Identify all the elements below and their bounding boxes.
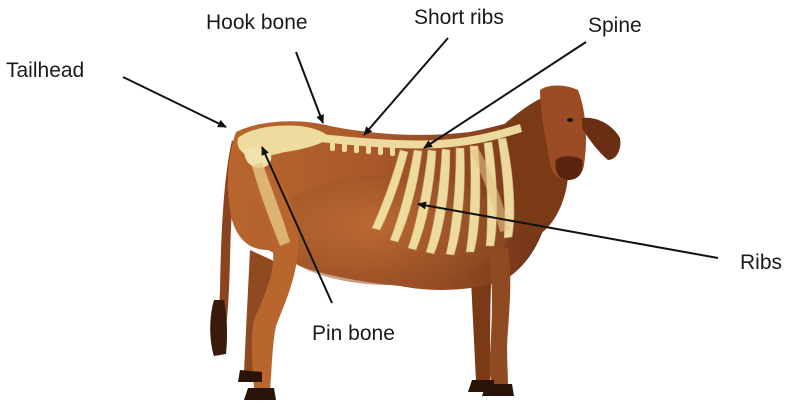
cow-front-hoof-far: [468, 380, 494, 392]
short-rib: [366, 144, 371, 154]
cow-front-leg-near: [488, 248, 510, 386]
hook-bone-label: Hook bone: [206, 11, 308, 34]
short-rib: [390, 146, 395, 156]
ribs-label: Ribs: [740, 251, 782, 274]
hook-bone-arrow: [296, 52, 323, 123]
tailhead-label: Tailhead: [6, 59, 84, 82]
short-ribs-label: Short ribs: [414, 6, 504, 29]
spine-label: Spine: [588, 14, 642, 37]
tailhead-arrow: [123, 77, 226, 127]
cow-hind-hoof-far: [238, 370, 262, 382]
short-rib: [378, 145, 383, 155]
short-rib: [342, 142, 347, 152]
short-rib: [354, 143, 359, 153]
cow-tail-switch: [210, 300, 227, 356]
short-ribs-arrow: [364, 38, 448, 135]
cow-eye: [567, 118, 573, 122]
cow-ear: [582, 118, 620, 160]
cow-hind-hoof-near: [244, 388, 276, 400]
pin-bone-label: Pin bone: [312, 322, 395, 345]
short-rib: [330, 141, 335, 151]
